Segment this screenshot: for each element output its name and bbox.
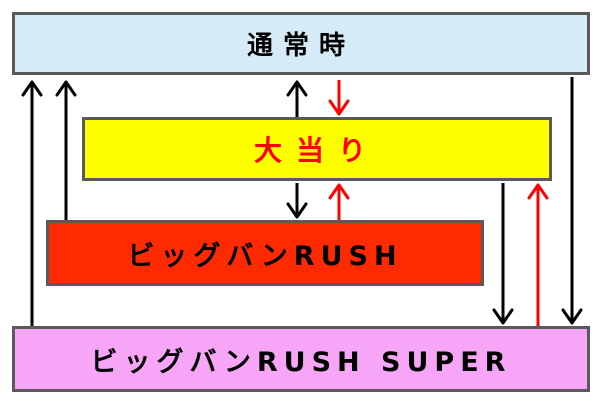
state-rush-box: ビッグバンRUSH: [46, 220, 484, 286]
state-bonus-label: 大当り: [253, 134, 380, 167]
state-normal-label: 通常時: [246, 31, 355, 61]
arrow-rush-to-normal: [55, 80, 77, 220]
arrow-rush-to-bonus: [328, 183, 350, 220]
state-normal-box: 通常時: [12, 12, 590, 75]
arrow-bonus-to-rush: [286, 183, 308, 219]
arrow-super-to-bonus: [527, 183, 549, 326]
arrow-normal-to-bonus: [328, 80, 350, 116]
state-super-box: ビッグバンRUSH SUPER: [12, 326, 590, 392]
arrow-normal-to-super: [561, 77, 583, 325]
state-super-label: ビッグバンRUSH SUPER: [90, 346, 512, 378]
arrow-super-to-normal: [21, 80, 43, 326]
arrow-bonus-to-normal: [286, 80, 308, 117]
state-bonus-box: 大当り: [82, 117, 552, 181]
arrow-bonus-to-super: [492, 183, 514, 325]
state-rush-label: ビッグバンRUSH: [127, 240, 403, 272]
